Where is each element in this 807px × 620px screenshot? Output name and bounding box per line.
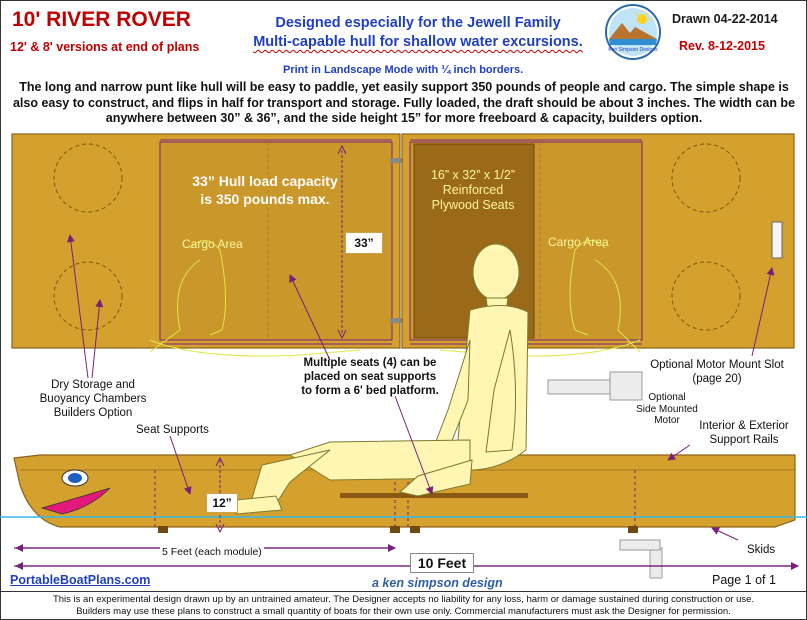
support-rails-label: Interior & Exterior Support Rails: [688, 419, 800, 447]
capacity-line-2: is 350 pounds max.: [200, 191, 330, 207]
side-motor-line-3: Motor: [654, 415, 680, 426]
page-title: 10' RIVER ROVER: [12, 8, 191, 31]
motor-slot-line-2: (page 20): [692, 373, 742, 385]
dry-storage-line-1: Dry Storage and: [51, 379, 135, 391]
website-link[interactable]: PortableBoatPlans.com: [10, 573, 151, 587]
capacity-label: 33” Hull load capacity is 350 pounds max…: [170, 172, 360, 208]
multi-seats-line-2: placed on seat supports: [303, 371, 437, 383]
page-subtitle: 12' & 8' versions at end of plans: [10, 40, 200, 54]
disclaimer-line-2: Builders may use these plans to construc…: [76, 605, 731, 617]
seat-line-2: Reinforced: [442, 183, 504, 197]
motor-slot-label: Optional Motor Mount Slot (page 20): [638, 358, 796, 386]
seated-figure: [235, 243, 529, 515]
disclaimer-line-1: This is an experimental design drawn up …: [52, 594, 755, 605]
logo-icon: Ken Simpson Designs: [605, 4, 661, 60]
headline-line-1: Designed especially for the Jewell Famil…: [275, 15, 561, 31]
capacity-line-1: 33” Hull load capacity: [192, 173, 338, 189]
seat-label: 16” x 32” x 1/2” Reinforced Plywood Seat…: [414, 168, 532, 213]
support-rails-line-1: Interior & Exterior: [699, 420, 789, 432]
logo-text: Ken Simpson Designs: [608, 47, 658, 53]
skids-label: Skids: [747, 544, 776, 556]
callout-arrows: [66, 234, 775, 541]
footer-divider: [0, 591, 807, 592]
total-length-label: 10 Feet: [410, 553, 474, 573]
motor-mount-slot: [771, 221, 783, 259]
side-motor-label: Optional Side Mounted Motor: [632, 392, 702, 427]
multi-seats-label: Multiple seats (4) can be placed on seat…: [282, 356, 458, 398]
side-motor-line-2: Side Mounted: [636, 403, 698, 415]
revision-date: Rev. 8-12-2015: [679, 39, 765, 53]
multi-seats-line-3: to form a 6' bed platform.: [301, 385, 439, 397]
print-note: Print in Landscape Mode with ¼ inch bord…: [283, 64, 524, 76]
top-view-figures: [149, 240, 641, 357]
multi-seats-line-1: Multiple seats (4) can be: [303, 357, 437, 369]
support-rails-line-2: Support Rails: [709, 434, 779, 446]
page-number: Page 1 of 1: [712, 573, 776, 587]
seat-line-3: Plywood Seats: [431, 198, 515, 212]
cargo-area-right: Cargo Area: [548, 235, 609, 249]
dry-storage-line-3: Builders Option: [53, 407, 133, 419]
headline-line-2: Multi-capable hull for shallow water exc…: [253, 34, 583, 50]
dry-storage-label: Dry Storage and Buoyancy Chambers Builde…: [32, 378, 154, 420]
drawn-date: Drawn 04-22-2014: [672, 12, 778, 26]
width-dim-label: 33”: [345, 232, 383, 254]
seat-line-1: 16” x 32” x 1/2”: [430, 168, 516, 182]
designer-credit: a ken simpson design: [372, 576, 503, 590]
motor-icon: [547, 371, 663, 579]
dry-storage-line-2: Buoyancy Chambers: [39, 393, 147, 405]
headline: Designed especially for the Jewell Famil…: [228, 14, 608, 52]
seat-supports-label: Seat Supports: [136, 424, 209, 436]
side-motor-line-1: Optional: [648, 392, 686, 403]
length-dimensions: [14, 544, 799, 570]
motor-slot-line-1: Optional Motor Mount Slot: [650, 359, 784, 371]
height-dim-label: 12”: [206, 493, 238, 513]
intro-paragraph: The long and narrow punt like hull will …: [12, 80, 796, 125]
top-view-right-module: [401, 133, 795, 349]
cargo-area-left: Cargo Area: [182, 237, 243, 251]
disclaimer: This is an experimental design drawn up …: [6, 594, 801, 617]
module-length-label: 5 Feet (each module): [160, 546, 264, 558]
